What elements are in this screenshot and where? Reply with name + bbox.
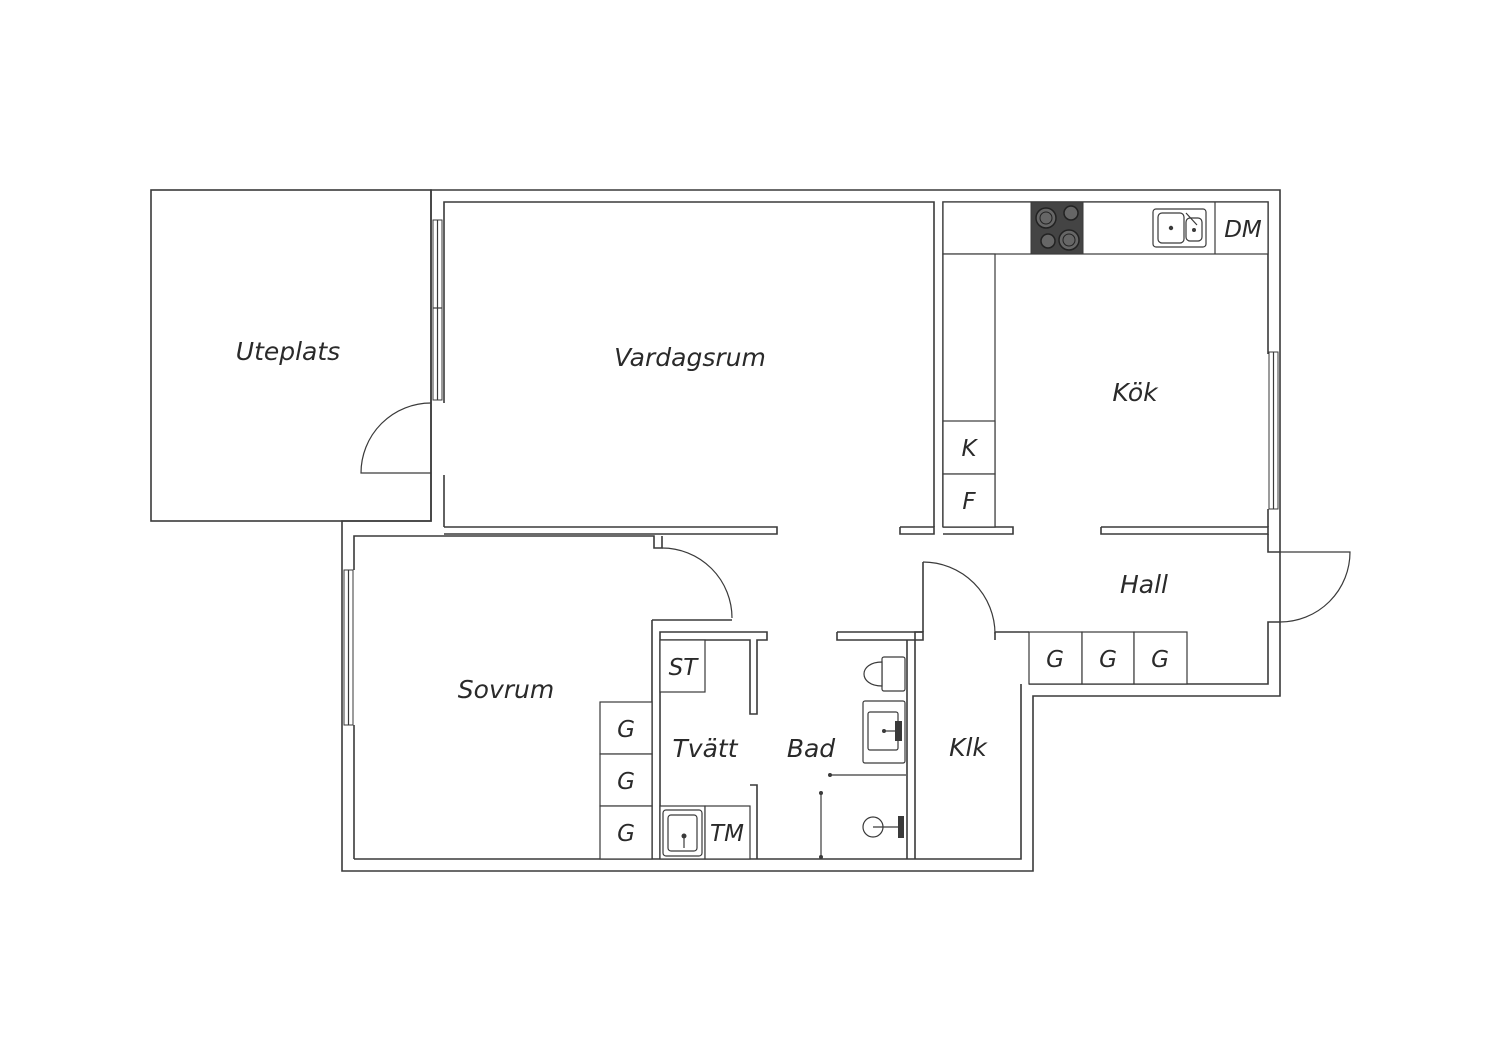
door-entrance — [1279, 551, 1351, 623]
door-sovrum — [661, 547, 733, 619]
room-label-sovrum: Sovrum — [458, 675, 554, 704]
door-terrace — [360, 402, 432, 474]
room-label-tvatt: Tvätt — [673, 734, 739, 763]
toilet-icon — [863, 656, 906, 692]
dishwasher-label: DM — [1224, 217, 1262, 243]
room-label-kok: Kök — [1112, 378, 1159, 407]
wardrobe-label: G — [617, 821, 635, 847]
bedroom-wardrobes: G G G — [599, 701, 653, 860]
room-label-bad: Bad — [787, 734, 835, 763]
room-label-vardagsrum: Vardagsrum — [614, 343, 766, 372]
laundry-sink-icon — [662, 809, 703, 857]
room-label-hall: Hall — [1120, 570, 1168, 599]
wardrobe-label: G — [1151, 647, 1169, 673]
wardrobe-label: G — [617, 769, 635, 795]
wardrobe-label: G — [1099, 647, 1117, 673]
doors — [360, 402, 1351, 635]
sink-icon — [1152, 208, 1207, 248]
room-labels: Uteplats Vardagsrum Kök Hall Sovrum Tvät… — [236, 337, 1168, 763]
dryer-label: ST — [669, 655, 700, 681]
door-klk — [922, 561, 996, 635]
room-label-uteplats: Uteplats — [236, 337, 340, 366]
freezer-label: F — [962, 489, 976, 515]
bathroom-fixtures — [819, 656, 906, 859]
shower-icon — [819, 773, 906, 859]
laundry-fixtures: ST TM — [659, 639, 751, 860]
windows — [343, 219, 1279, 726]
fridge-label: K — [961, 436, 978, 462]
exterior-walls — [341, 189, 1281, 872]
room-label-klk: Klk — [949, 733, 988, 762]
washer-label: TM — [710, 821, 744, 847]
washbasin-icon — [862, 700, 906, 764]
kitchen-fixtures: DM K F — [942, 201, 1269, 528]
wardrobe-label: G — [1046, 647, 1064, 673]
wardrobe-label: G — [617, 717, 635, 743]
hall-wardrobes: G G G — [1028, 631, 1188, 685]
